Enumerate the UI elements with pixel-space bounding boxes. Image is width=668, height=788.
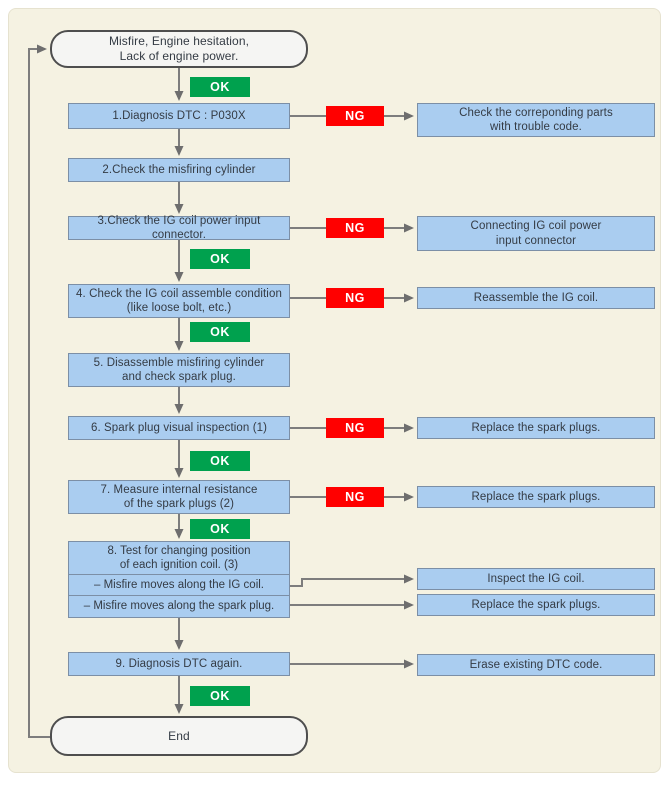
action-box-4: Replace the spark plugs. [417, 417, 655, 439]
step-9-box: 9. Diagnosis DTC again. [68, 652, 290, 676]
step-5-text-line2: and check spark plug. [122, 371, 236, 383]
ng-badge-3: NG [326, 288, 384, 308]
step-7-text-line2: of the spark plugs (2) [123, 498, 235, 510]
step-1-box: 1.Diagnosis DTC : P030X [68, 103, 290, 129]
step-3-box: 3.Check the IG coil power input connecto… [68, 214, 290, 241]
ng-badge-4: NG [326, 418, 384, 438]
ok-badge-3: OK [190, 322, 250, 342]
step-4-text-line1: 4. Check the IG coil assemble condition [76, 287, 282, 300]
step-8-sub-2: – Misfire moves along the spark plug. [69, 595, 289, 617]
action-1-text-line2: with trouble code. [490, 121, 582, 133]
ng-badge-1: NG [326, 106, 384, 126]
step-1-text: 1.Diagnosis DTC : P030X [112, 109, 246, 122]
step-4-box: 4. Check the IG coil assemble condition … [68, 284, 290, 318]
step-2-text: 2.Check the misfiring cylinder [102, 163, 256, 176]
step-3-text: 3.Check the IG coil power input connecto… [97, 214, 261, 241]
action-box-3: Reassemble the IG coil. [417, 287, 655, 309]
ok-badge-2: OK [190, 249, 250, 269]
step-2-box: 2.Check the misfiring cylinder [68, 158, 290, 182]
step-8-sub-2-text: – Misfire moves along the spark plug. [83, 600, 275, 613]
end-node: End [50, 716, 308, 756]
step-8-sub-1-text: – Misfire moves along the IG coil. [93, 578, 264, 591]
step-6-text: 6. Spark plug visual inspection (1) [90, 421, 268, 434]
action-1-text-line1: Check the correponding parts [459, 106, 613, 119]
action-4-text: Replace the spark plugs. [471, 421, 601, 434]
action-box-2: Connecting IG coil power input connector [417, 216, 655, 251]
ok-badge-5: OK [190, 519, 250, 539]
step-7-text-line1: 7. Measure internal resistance [100, 483, 258, 496]
step-5-text-line1: 5. Disassemble misfiring cylinder [93, 356, 265, 369]
action-2-text-line1: Connecting IG coil power [470, 220, 602, 233]
start-text-line1: Misfire, Engine hesitation, [108, 34, 250, 48]
step-6-box: 6. Spark plug visual inspection (1) [68, 416, 290, 440]
action-box-7: Replace the spark plugs. [417, 594, 655, 616]
step-9-text: 9. Diagnosis DTC again. [115, 657, 243, 670]
action-3-text: Reassemble the IG coil. [473, 291, 599, 304]
start-node: Misfire, Engine hesitation, Lack of engi… [50, 30, 308, 68]
step-7-box: 7. Measure internal resistance of the sp… [68, 480, 290, 514]
action-6-text: Inspect the IG coil. [487, 572, 585, 585]
ng-badge-2: NG [326, 218, 384, 238]
ok-badge-6: OK [190, 686, 250, 706]
step-8-sub-1: – Misfire moves along the IG coil. [69, 574, 289, 595]
action-7-text: Replace the spark plugs. [471, 598, 601, 611]
start-text-line2: Lack of engine power. [119, 49, 239, 63]
action-box-1: Check the correponding parts with troubl… [417, 103, 655, 137]
step-8-box: 8. Test for changing position of each ig… [68, 541, 290, 618]
action-5-text: Replace the spark plugs. [471, 490, 601, 503]
step-5-box: 5. Disassemble misfiring cylinder and ch… [68, 353, 290, 387]
ok-badge-4: OK [190, 451, 250, 471]
ok-badge-1: OK [190, 77, 250, 97]
action-box-6: Inspect the IG coil. [417, 568, 655, 590]
step-4-text-line2: (like loose bolt, etc.) [126, 302, 232, 314]
step-8-text-line1: 8. Test for changing position [107, 544, 251, 557]
action-box-5: Replace the spark plugs. [417, 486, 655, 508]
action-2-text-line2: input connector [495, 234, 577, 247]
end-text: End [168, 728, 190, 743]
ng-badge-5: NG [326, 487, 384, 507]
action-box-8: Erase existing DTC code. [417, 654, 655, 676]
step-8-header: 8. Test for changing position of each ig… [69, 542, 289, 574]
action-8-text: Erase existing DTC code. [469, 658, 603, 671]
step-8-text-line2: of each ignition coil. (3) [119, 559, 239, 571]
